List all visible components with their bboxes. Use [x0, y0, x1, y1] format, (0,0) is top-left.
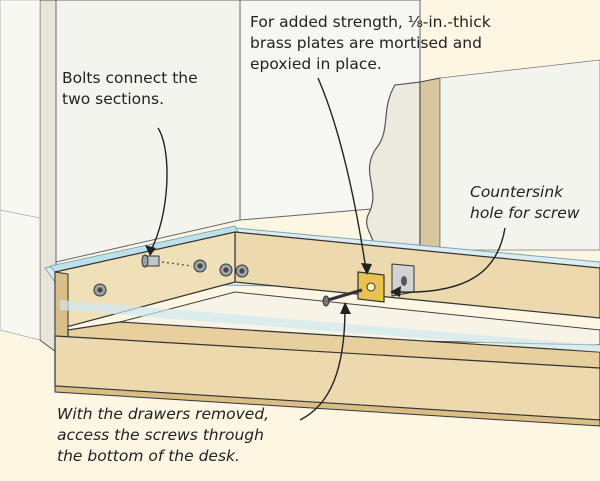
desk-frame — [54, 231, 600, 427]
brass-plate — [357, 271, 385, 303]
screw — [322, 288, 363, 307]
leader-lines — [149, 77, 506, 421]
callout-countersink: Countersink hole for screw — [470, 183, 580, 222]
callout-brass-plates: For added strength, ⅛-in.-thick brass pl… — [250, 13, 491, 73]
callout-bolts: Bolts connect the two sections. — [62, 69, 198, 108]
arrowheads — [145, 245, 401, 314]
callout-access-screws: With the drawers removed, access the scr… — [57, 405, 270, 465]
cutaway-edge — [366, 59, 600, 251]
bolt-hardware — [93, 254, 249, 297]
